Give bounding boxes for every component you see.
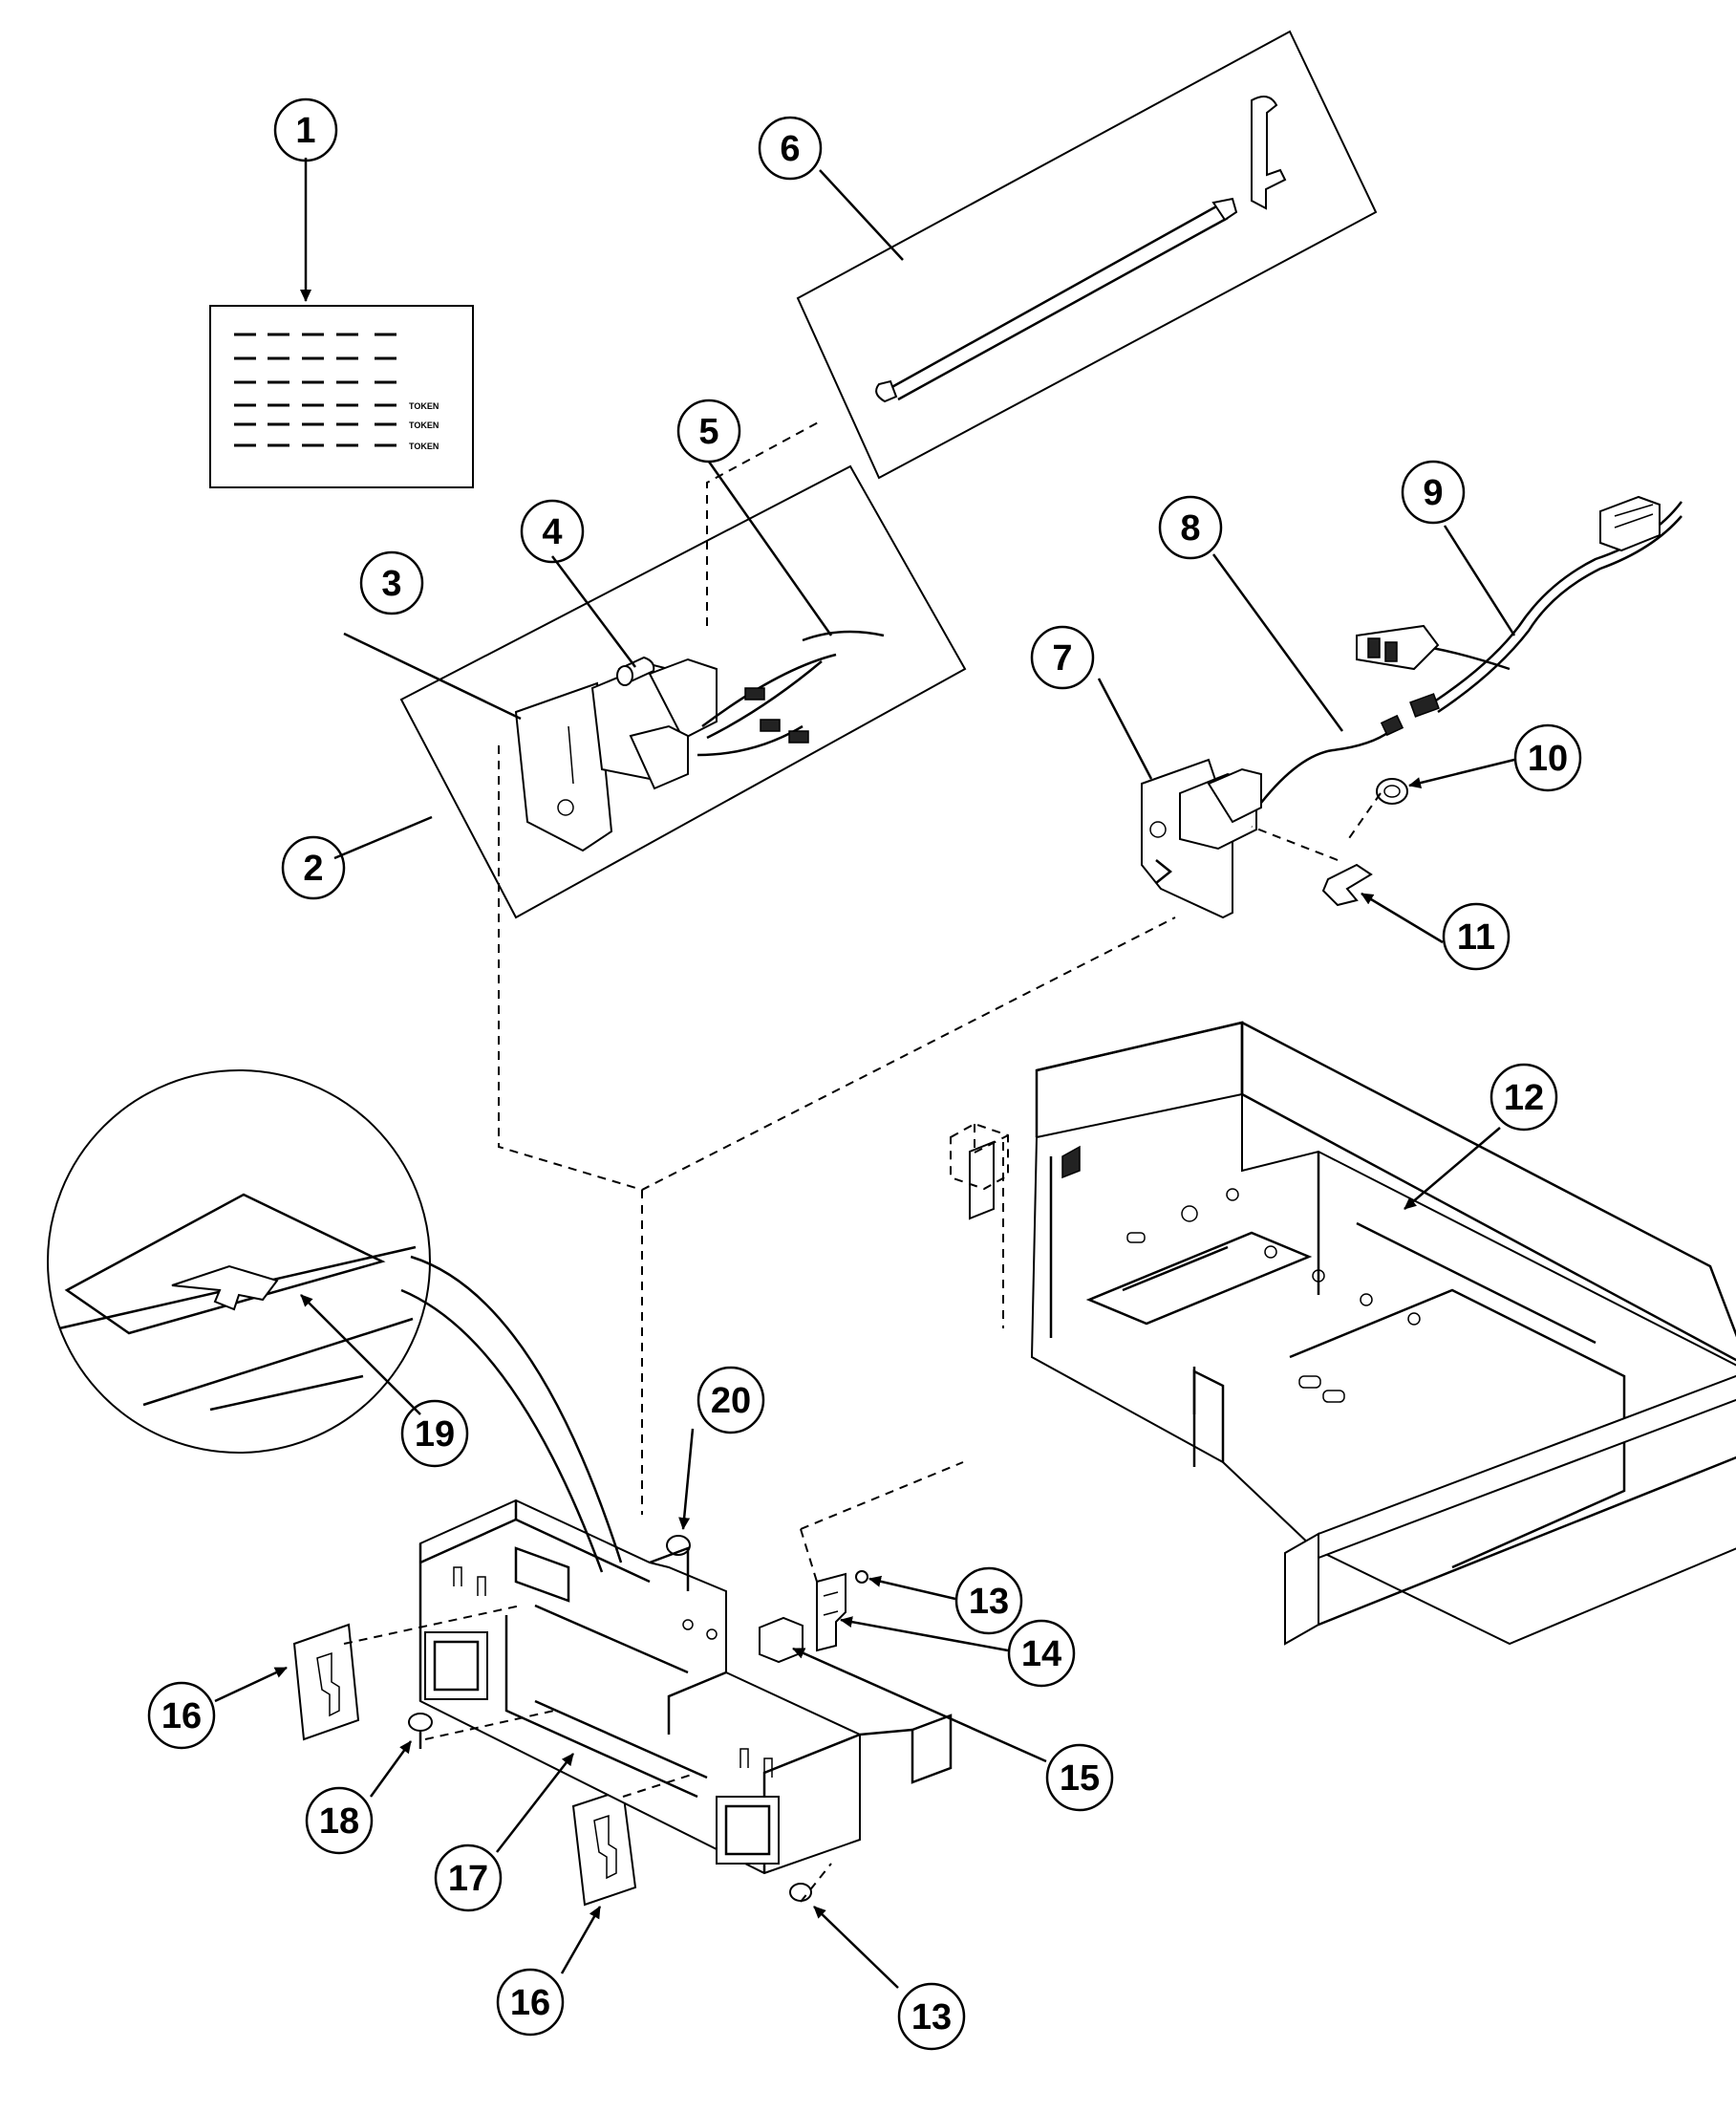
svg-text:19: 19: [415, 1414, 455, 1455]
retaining-clip: [1321, 863, 1373, 907]
callout-11: 11: [1442, 902, 1511, 971]
switch-bracket: [816, 1572, 847, 1652]
mounting-screw-18: [408, 1713, 433, 1749]
main-wire-harness: [1356, 495, 1682, 718]
callout-6: 6: [758, 116, 823, 181]
svg-text:13: 13: [969, 1582, 1009, 1622]
callout-16-left: 16: [147, 1681, 216, 1750]
callout-9: 9: [1401, 460, 1466, 525]
rod-and-key-kit: [796, 30, 1378, 480]
svg-text:10: 10: [1528, 739, 1568, 779]
svg-text:14: 14: [1021, 1634, 1061, 1674]
small-screw-top: [855, 1570, 868, 1584]
callout-4: 4: [520, 499, 585, 564]
coin-drop-assembly: [1141, 758, 1262, 919]
callout-18: 18: [305, 1786, 374, 1855]
svg-text:8: 8: [1180, 508, 1200, 549]
coin-box-chassis: [418, 1499, 953, 1875]
coin-mechanism-kit: [399, 464, 967, 919]
decal-token-text-2: TOKEN: [409, 420, 439, 430]
svg-text:2: 2: [303, 849, 323, 889]
callout-19: 19: [400, 1399, 469, 1468]
lock-plate-left: [292, 1623, 360, 1741]
mounting-screw-13: [789, 1883, 812, 1902]
connector-block-top: [1599, 495, 1661, 552]
svg-text:9: 9: [1423, 473, 1443, 513]
callout-5: 5: [676, 399, 741, 464]
callout-16-bottom: 16: [496, 1968, 565, 2037]
callout-3: 3: [359, 550, 424, 615]
coin-mechanism-plate: [514, 681, 613, 852]
ferrite-cylinder: [616, 656, 655, 686]
callout-10: 10: [1513, 723, 1582, 792]
callout-13-bottom: 13: [897, 1982, 966, 2051]
svg-text:16: 16: [161, 1696, 202, 1736]
callout-7: 7: [1030, 625, 1095, 690]
leader-lines: [214, 158, 1516, 1989]
svg-text:18: 18: [319, 1801, 359, 1842]
detail-magnifier: [47, 1069, 623, 1573]
token-label-decal: TOKEN TOKEN TOKEN: [209, 305, 474, 488]
svg-text:17: 17: [448, 1859, 488, 1899]
callout-14: 14: [1007, 1619, 1076, 1688]
callout-20: 20: [697, 1366, 765, 1434]
svg-text:7: 7: [1052, 638, 1072, 679]
connector-block-left: [1356, 624, 1440, 671]
svg-text:3: 3: [381, 564, 401, 604]
svg-text:1: 1: [295, 111, 315, 151]
svg-text:11: 11: [1457, 917, 1495, 958]
callout-2: 2: [281, 835, 346, 900]
svg-text:15: 15: [1060, 1758, 1100, 1799]
callout-15: 15: [1045, 1743, 1114, 1812]
svg-text:13: 13: [911, 1997, 952, 2038]
wire-harness-small: [697, 630, 885, 757]
small-bracket: [759, 1616, 804, 1664]
dashed-cube: [950, 1122, 1009, 1191]
callout-17: 17: [434, 1843, 503, 1912]
svg-text:12: 12: [1504, 1078, 1544, 1118]
callout-12: 12: [1490, 1063, 1558, 1132]
base-cabinet: [969, 1021, 1736, 1646]
svg-text:5: 5: [698, 412, 718, 452]
svg-text:20: 20: [711, 1381, 751, 1421]
svg-text:4: 4: [542, 512, 562, 552]
coin-switch-body: [590, 658, 718, 790]
svg-text:6: 6: [780, 129, 800, 169]
hex-nut: [1376, 778, 1408, 805]
assembly-dashed-lines: [343, 420, 1382, 1903]
callout-13-upper: 13: [954, 1566, 1023, 1635]
svg-text:16: 16: [510, 1983, 550, 2023]
decal-text-lines: [234, 333, 396, 447]
jumper-wire: [1260, 714, 1404, 804]
decal-token-text-3: TOKEN: [409, 442, 439, 451]
callout-8: 8: [1158, 495, 1223, 560]
lock-plate-bottom: [571, 1788, 637, 1907]
decal-token-text-1: TOKEN: [409, 401, 439, 411]
slot-keyholes: [453, 1566, 773, 1778]
callout-1: 1: [273, 97, 338, 162]
